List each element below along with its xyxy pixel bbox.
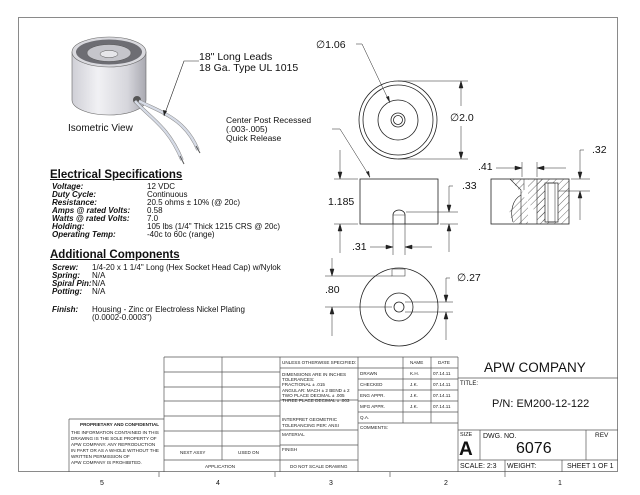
dim-041: .41	[478, 161, 493, 173]
isometric-magnet	[71, 36, 201, 165]
dim-080: .80	[325, 284, 340, 296]
finish-label: FINISH	[282, 447, 298, 452]
sign-role: DRAWN	[360, 371, 378, 376]
sign-role: MFG APPR.	[360, 404, 386, 409]
zone-label: 4	[216, 480, 220, 487]
electrical-heading: Electrical Specifications	[50, 169, 183, 181]
zone-label: 5	[100, 480, 104, 487]
sign-name: K.H.	[410, 371, 419, 376]
dim-diameter-027: ∅.27	[457, 272, 481, 284]
proprietary-heading: PROPRIETARY AND CONFIDENTIAL	[80, 422, 160, 427]
zone-label: 2	[444, 480, 448, 487]
material-label: MATERIAL	[282, 432, 305, 437]
application-label: APPLICATION	[205, 464, 236, 469]
scale-label: SCALE: 2:3	[460, 463, 497, 470]
leads-note-line-1: 18" Long Leads	[199, 51, 273, 63]
center-post-note-line-1: Center Post Recessed	[226, 115, 312, 125]
sign-header-name: NAME	[410, 360, 424, 365]
sign-name: J.K.	[410, 404, 418, 409]
additional-heading: Additional Components	[50, 249, 180, 261]
drawing-frame	[18, 17, 618, 472]
comments-label: COMMENTS:	[360, 425, 389, 430]
dim-diameter-1-06: ∅1.06	[316, 39, 346, 51]
zone-label: 3	[329, 480, 333, 487]
sign-date: 07.14.11	[433, 382, 451, 387]
leads-note: 18" Long Leads 18 Ga. Type UL 1015	[199, 52, 298, 74]
leads-note-line-2: 18 Ga. Type UL 1015	[199, 62, 299, 74]
section-view	[490, 178, 570, 225]
used-on-label: USED ON	[238, 450, 259, 455]
tolerances-text: DIMENSIONS ARE IN INCHES TOLERANCES: FRA…	[282, 372, 350, 404]
sign-role: ENG APPR.	[360, 393, 385, 398]
company-name: APW COMPANY	[484, 360, 586, 375]
sign-name: J.K.	[410, 393, 418, 398]
do-not-scale-label: DO NOT SCALE DRAWING	[290, 464, 348, 469]
dwg-no-value: 6076	[516, 440, 552, 457]
sign-header-date: DATE	[438, 360, 450, 365]
size-label: SIZE	[460, 432, 473, 438]
center-post-note-line-2: (.003-.005)	[226, 124, 268, 134]
zone-label: 1	[558, 480, 562, 487]
size-value: A	[459, 439, 473, 460]
sign-date: 07.14.11	[433, 393, 451, 398]
sign-date: 07.14.11	[433, 371, 451, 376]
side-view	[359, 178, 439, 255]
title-block-grid	[68, 356, 618, 477]
leads-leader	[163, 60, 199, 117]
sign-table: DRAWN K.H. 07.14.11 CHECKED J.K. 07.14.1…	[360, 368, 458, 423]
part-number-title: P/N: EM200-12-122	[492, 398, 590, 410]
dim-diameter-2-0: ∅2.0	[450, 112, 474, 124]
sign-role: Q.A.	[360, 415, 370, 420]
center-post-note-line-3: Quick Release	[226, 133, 282, 143]
unless-specified-label: UNLESS OTHERWISE SPECIFIED:	[282, 360, 357, 365]
title-label: TITLE:	[460, 381, 479, 387]
sign-date: 07.14.11	[433, 404, 451, 409]
dim-031: .31	[352, 241, 367, 253]
electrical-spec-list: Voltage:12 VDC Duty Cycle:Continuous Res…	[52, 182, 281, 239]
center-post-note: Center Post Recessed (.003-.005) Quick R…	[226, 116, 311, 143]
proprietary-text: THE INFORMATION CONTAINED IN THIS DRAWIN…	[71, 430, 159, 465]
dim-height-1-185: 1.185	[328, 196, 355, 208]
dim-032: .32	[592, 144, 607, 156]
weight-label: WEIGHT:	[507, 463, 537, 470]
isometric-caption: Isometric View	[68, 123, 133, 134]
sheet-label: SHEET 1 OF 1	[567, 463, 614, 470]
dim-033: .33	[462, 180, 477, 192]
top-view	[358, 80, 438, 160]
rev-label: REV	[595, 432, 609, 439]
next-assy-label: NEXT ASSY	[180, 450, 206, 455]
sign-name: J.K.	[410, 382, 418, 387]
sign-role: CHECKED	[360, 382, 383, 387]
additional-components-list: Screw:1/4-20 x 1 1/4" Long (Hex Socket H…	[52, 263, 281, 322]
dwg-no-label: DWG. NO.	[483, 433, 517, 440]
interpret-text: INTERPRET GEOMETRIC TOLERANCING PER: ANS…	[282, 417, 339, 428]
